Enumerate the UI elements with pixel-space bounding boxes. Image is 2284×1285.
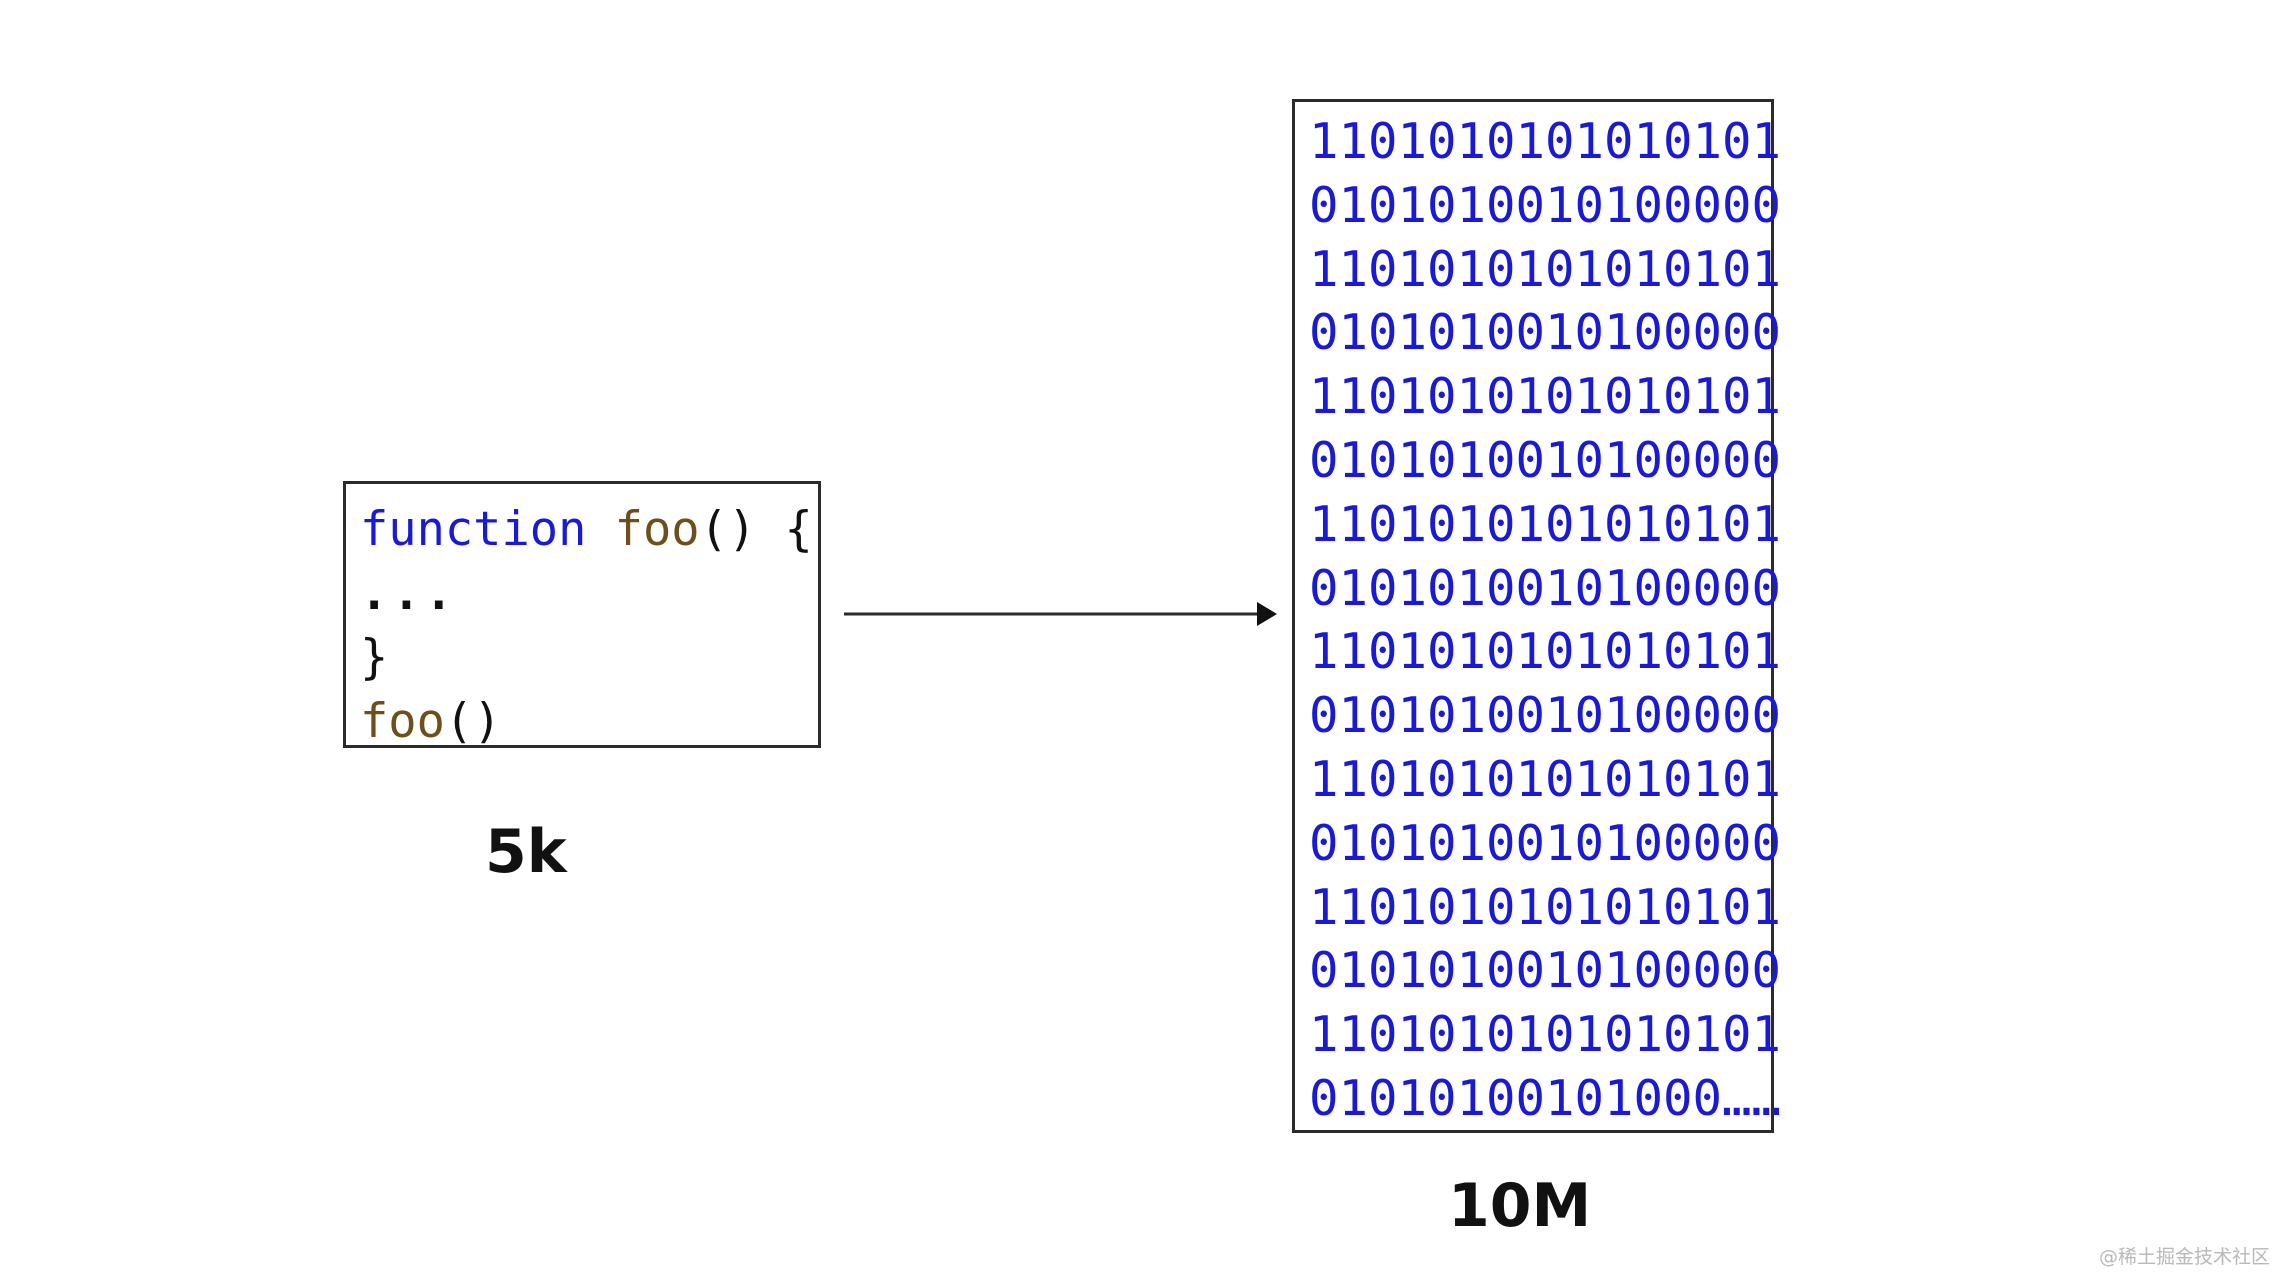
binary-line: 1101010101010101 <box>1309 1006 1782 1064</box>
binary-line: 0101010010100000 <box>1309 814 1782 872</box>
function-name: foo <box>614 502 700 557</box>
binary-line: 1101010101010101 <box>1309 113 1782 170</box>
binary-line: 0101010010100000 <box>1309 687 1782 745</box>
binary-line: 0101010010100000 <box>1309 431 1782 489</box>
binary-line: 0101010010100000 <box>1309 176 1782 234</box>
binary-line: 0101010010100000 <box>1309 942 1782 1000</box>
code-line-call: foo() <box>360 690 818 754</box>
code-line-body: ... <box>360 566 457 621</box>
call-parens: () <box>444 694 502 749</box>
binary-line: 1101010101010101 <box>1309 750 1782 808</box>
watermark: @稀土掘金技术社区 <box>2098 1246 2270 1268</box>
binary-line: 01010100101000…… <box>1309 1069 1782 1127</box>
source-size-label: 5k <box>485 817 567 887</box>
arrow-head-icon <box>1257 602 1277 626</box>
binary-size-label: 10M <box>1448 1171 1592 1241</box>
call-name: foo <box>360 694 445 749</box>
binary-line: 1101010101010101 <box>1309 623 1782 681</box>
binary-line: 0101010010100000 <box>1309 559 1782 617</box>
source-code-box: function foo() { ... } foo() <box>343 481 821 749</box>
binary-line: 1101010101010101 <box>1309 368 1782 426</box>
binary-line: 1101010101010101 <box>1309 240 1782 298</box>
code-line-declaration: function foo() { <box>360 498 818 562</box>
binary-line: 0101010010100000 <box>1309 304 1782 362</box>
binary-line: 1101010101010101 <box>1309 495 1782 553</box>
code-line-close: } <box>360 630 389 685</box>
binary-line: 1101010101010101 <box>1309 878 1782 936</box>
declaration-rest: () { <box>699 502 813 557</box>
function-keyword: function <box>360 502 587 557</box>
